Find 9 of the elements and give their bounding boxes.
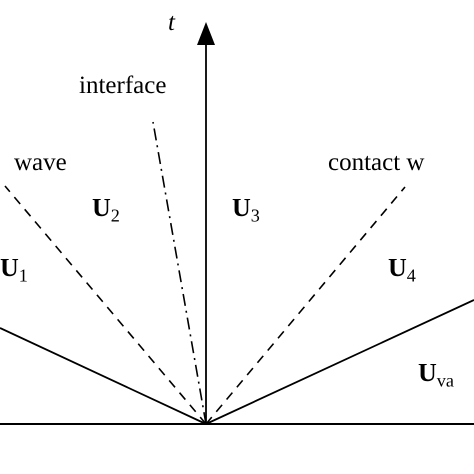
state-label: U$_{1}$ <box>0 255 28 281</box>
state-label: U$_{2}$ <box>92 195 120 221</box>
axis-label: t <box>168 10 175 35</box>
wave-label: contact w <box>328 150 424 175</box>
wave-label: wave <box>14 150 67 175</box>
wave-label: interface <box>79 73 166 98</box>
state-label: U$_{4}$ <box>388 255 416 281</box>
state-label: U$_{va}$ <box>418 360 454 386</box>
state-label: U$_{3}$ <box>232 195 260 221</box>
